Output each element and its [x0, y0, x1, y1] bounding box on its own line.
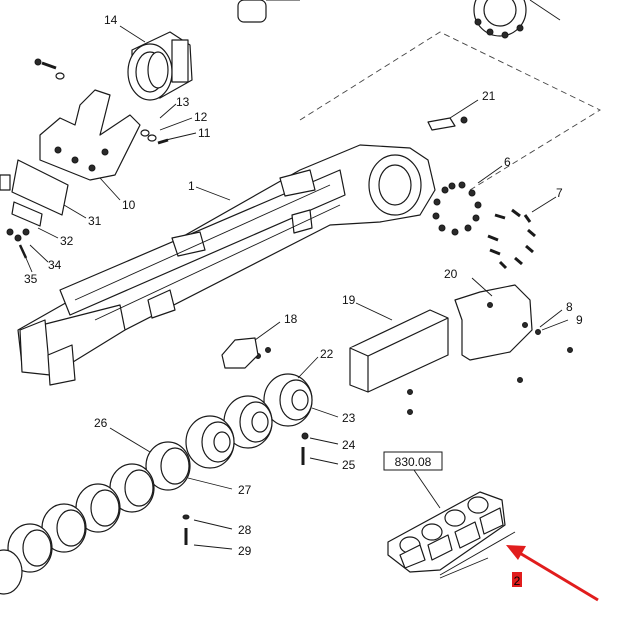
- callout-10: 10: [122, 198, 136, 212]
- bracket-part: [39, 89, 141, 181]
- track-frame-part: [17, 144, 436, 386]
- callout-21: 21: [482, 89, 496, 103]
- callout-24: 24: [342, 438, 356, 452]
- callout-20: 20: [444, 267, 458, 281]
- callout-35: 35: [24, 272, 38, 286]
- cover-plate-part: [221, 337, 259, 369]
- callout-6: 6: [504, 155, 511, 169]
- callout-labels: 14 13 12 11 10 1 31 32 34 35 21 6 7 20 1…: [24, 13, 583, 558]
- sprocket-part: [473, 0, 561, 39]
- bolt-ring: [432, 181, 482, 236]
- highlighted-part-number[interactable]: 2: [512, 572, 522, 588]
- leader-lines: [25, 25, 569, 550]
- callout-8: 8: [566, 300, 573, 314]
- highlight-arrow: [506, 545, 599, 602]
- callout-32: 32: [60, 234, 74, 248]
- assembly-outline: [299, 31, 601, 191]
- bolt-cluster: [487, 208, 536, 270]
- callout-34: 34: [48, 258, 62, 272]
- callout-7: 7: [556, 186, 563, 200]
- callout-13: 13: [176, 95, 190, 109]
- callout-23: 23: [342, 411, 356, 425]
- callout-22: 22: [320, 347, 334, 361]
- reference-box[interactable]: 830.08: [383, 451, 443, 471]
- callout-31: 31: [88, 214, 102, 228]
- small-bracket-part: [427, 116, 468, 131]
- callout-14: 14: [104, 13, 118, 27]
- top-roller-row: [185, 373, 313, 469]
- callout-1: 1: [188, 179, 195, 193]
- callout-11: 11: [198, 126, 211, 140]
- idler-wheel-part: [127, 31, 193, 101]
- bottom-roller-row: [0, 441, 191, 595]
- wear-plates: [0, 159, 69, 259]
- track-chain-part: [387, 491, 516, 579]
- guard-part: [454, 284, 533, 361]
- callout-18: 18: [284, 312, 298, 326]
- callout-12: 12: [194, 110, 208, 124]
- reference-box-label: 830.08: [395, 455, 432, 469]
- callout-29: 29: [238, 544, 252, 558]
- highlighted-part-label: 2: [514, 574, 521, 588]
- callout-28: 28: [238, 523, 252, 537]
- callout-25: 25: [342, 458, 356, 472]
- bolt-set-upper: [34, 58, 169, 145]
- callout-27: 27: [238, 483, 252, 497]
- cylinder-part: [237, 0, 300, 23]
- box-guard-part: [349, 309, 449, 393]
- callout-9: 9: [576, 313, 583, 327]
- callout-26: 26: [94, 416, 108, 430]
- callout-19: 19: [342, 293, 356, 307]
